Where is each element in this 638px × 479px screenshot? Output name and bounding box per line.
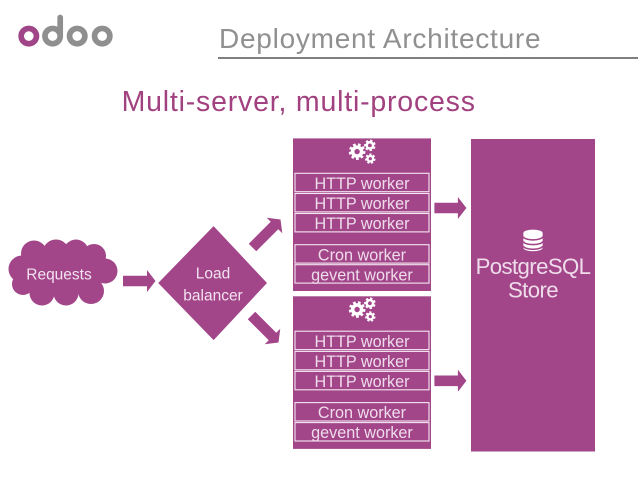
svg-text:HTTP worker: HTTP worker [314,175,410,193]
svg-text:Cron worker: Cron worker [318,404,407,422]
svg-text:gevent worker: gevent worker [311,266,413,284]
svg-text:balancer: balancer [183,288,242,305]
svg-text:HTTP worker: HTTP worker [314,215,410,233]
svg-text:Cron worker: Cron worker [318,246,407,264]
svg-text:Requests: Requests [26,267,92,284]
svg-text:HTTP worker: HTTP worker [314,373,410,391]
svg-text:Load: Load [196,266,230,283]
svg-text:PostgreSQL: PostgreSQL [476,254,591,279]
svg-text:gevent worker: gevent worker [311,424,413,442]
svg-text:HTTP worker: HTTP worker [314,353,410,371]
svg-text:Store: Store [508,277,558,302]
svg-text:HTTP worker: HTTP worker [314,333,410,351]
svg-text:HTTP worker: HTTP worker [314,195,410,213]
